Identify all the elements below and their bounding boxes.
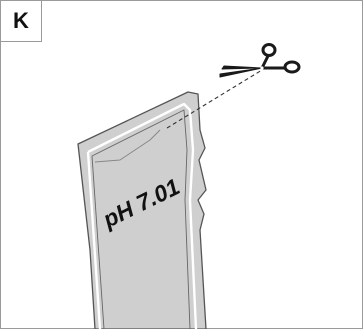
buffer-packet: pH 7.01: [77, 91, 207, 329]
scissors-icon: [219, 43, 301, 78]
packet-body: [77, 91, 207, 329]
packet-seal-line: [87, 102, 198, 329]
cut-line: [166, 69, 263, 129]
packet-top-crease: [94, 129, 161, 163]
step-letter-badge: K: [1, 1, 42, 42]
